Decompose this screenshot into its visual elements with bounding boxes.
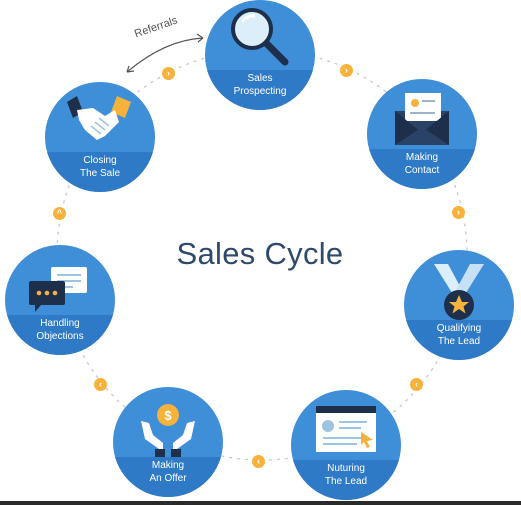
- svg-text:$: $: [164, 408, 172, 423]
- stage-making-an-offer: $ Making An Offer: [113, 387, 223, 497]
- stage-label-line1: Nuturing: [327, 463, 365, 474]
- arrow-dot-icon: ‹: [94, 378, 107, 391]
- stage-label-line2: An Offer: [149, 472, 187, 484]
- diagram-title: Sales Cycle: [176, 236, 344, 271]
- browser-cursor-icon: [316, 406, 376, 452]
- arrow-dot-icon: ^: [53, 207, 66, 220]
- stage-label-line2: The Sale: [79, 167, 121, 179]
- stage-label-line2: Prospecting: [233, 85, 287, 97]
- arrow-dot-icon: ‹: [252, 455, 265, 468]
- referrals-arrow: [126, 37, 204, 73]
- arrow-dot-icon: ›: [162, 67, 175, 80]
- envelope-letter-icon: [395, 93, 449, 145]
- handshake-icon: [67, 96, 131, 140]
- hands-dollar-coin-icon: $: [141, 404, 195, 457]
- magnifier-icon: [231, 8, 289, 66]
- stage-label-line2: The Lead: [437, 335, 481, 347]
- stage-sales-prospecting: Sales Prospecting: [205, 0, 315, 110]
- stage-making-contact: Making Contact: [367, 79, 477, 189]
- stage-qualifying-the-lead: Qualifying The Lead: [404, 250, 514, 360]
- medal-star-icon: [434, 264, 484, 320]
- arrow-dot-icon: ›: [340, 64, 353, 77]
- stage-handling-objections: Handling Objections: [5, 245, 115, 355]
- stage-label-line1: Handling: [40, 318, 80, 329]
- stage-label-line1: Closing: [83, 155, 117, 166]
- arrow-dot-icon: ›: [452, 206, 465, 219]
- stage-label-line1: Making: [405, 152, 439, 163]
- stage-label-line1: Sales: [247, 73, 273, 84]
- stage-label-line2: The Lead: [324, 475, 368, 487]
- arrow-dot-icon: ‹: [410, 378, 423, 391]
- stage-label-line2: Objections: [36, 330, 84, 342]
- chat-bubbles-icon: [29, 267, 87, 312]
- stage-label-line2: Contact: [404, 164, 440, 176]
- stage-closing-the-sale: Closing The Sale: [45, 82, 155, 192]
- bottom-edge-bar: [0, 501, 521, 505]
- stage-label-line1: Qualifying: [436, 323, 482, 334]
- stage-nuturing-the-lead: Nuturing The Lead: [291, 390, 401, 500]
- stage-label-line1: Making: [151, 460, 185, 471]
